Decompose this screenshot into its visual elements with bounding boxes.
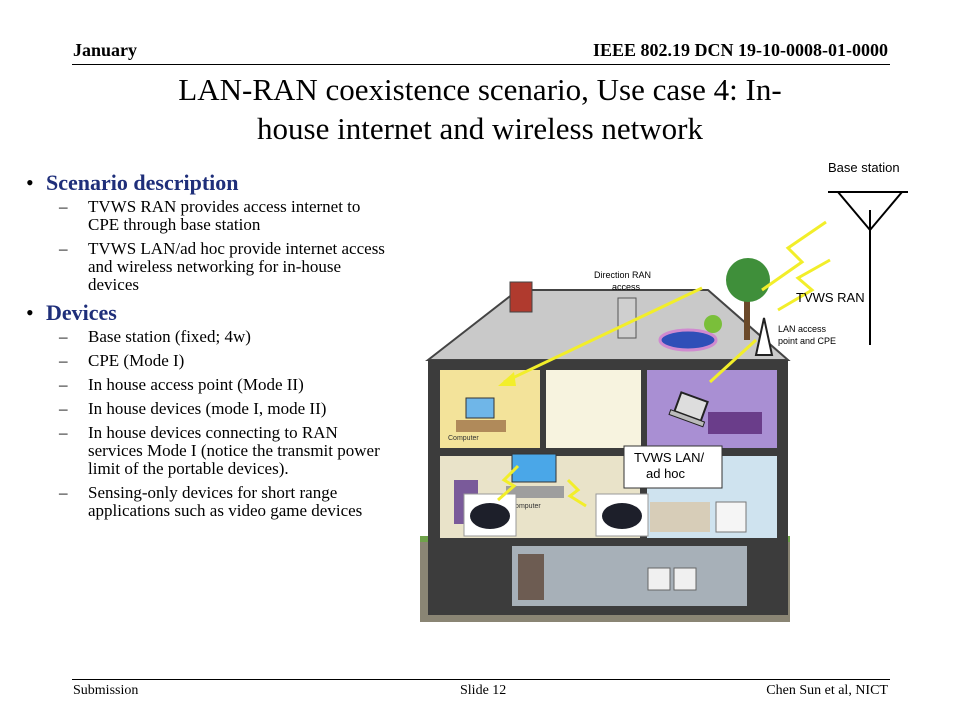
tvws-lan-label-2: ad hoc bbox=[646, 466, 686, 481]
title-line-2: house internet and wireless network bbox=[257, 111, 703, 146]
attic-window bbox=[617, 297, 637, 339]
ran-link-bolt bbox=[777, 258, 831, 312]
footer-slide-number: Slide 12 bbox=[460, 683, 507, 698]
direction-ran-label-1: Direction RAN bbox=[594, 270, 651, 280]
sub-item: –In house access point (Mode II) bbox=[59, 375, 304, 394]
direction-ran-label-2: access bbox=[612, 282, 641, 292]
chimney bbox=[509, 281, 533, 313]
tvws-lan-label-1: TVWS LAN/ bbox=[634, 450, 704, 465]
bullet-dot: • bbox=[26, 170, 34, 195]
room-bathroom bbox=[546, 370, 641, 448]
header-rule bbox=[72, 64, 890, 65]
base-station-antenna-icon bbox=[837, 191, 903, 232]
living-monitor bbox=[511, 453, 557, 483]
sub-item: –Base station (fixed; 4w) bbox=[59, 327, 251, 346]
tree-icon bbox=[726, 258, 770, 302]
sub-item: –TVWS LAN/ad hoc provide internet access… bbox=[59, 239, 385, 294]
computer-label-1: Computer bbox=[448, 435, 479, 442]
direct-ran-arrow bbox=[503, 286, 703, 384]
ran-link-bolt bbox=[761, 220, 827, 292]
bullet-dot: • bbox=[26, 300, 34, 325]
living-console bbox=[506, 486, 564, 498]
roof bbox=[425, 289, 791, 361]
basement-shelf bbox=[518, 554, 544, 600]
sub-item: –CPE (Mode I) bbox=[59, 351, 185, 370]
room-basement bbox=[512, 546, 747, 606]
section-heading: Scenario description bbox=[46, 170, 239, 195]
house-network-illustration: Computer Computer Base station TVWS RAN … bbox=[420, 160, 908, 622]
bullet-list: • Scenario description –TVWS RAN provide… bbox=[18, 170, 393, 526]
tvws-lan-box bbox=[623, 445, 723, 489]
sub-item: –Sensing-only devices for short range ap… bbox=[59, 483, 363, 520]
section-heading: Devices bbox=[46, 300, 117, 325]
laptop-icon bbox=[668, 391, 709, 428]
computer-monitor bbox=[465, 397, 495, 419]
header-document-id: IEEE 802.19 DCN 19-10-0008-01-0000 bbox=[593, 40, 888, 60]
washer bbox=[647, 567, 671, 591]
beach-ball-icon bbox=[704, 315, 722, 333]
kitchen-cabinet bbox=[650, 502, 710, 532]
tvws-ran-label: TVWS RAN bbox=[796, 290, 865, 305]
header-date: January bbox=[73, 40, 138, 60]
rooftop-pool bbox=[658, 328, 718, 352]
lan-access-label-2: point and CPE bbox=[778, 336, 836, 346]
bed bbox=[708, 412, 762, 434]
base-station-label: Base station bbox=[828, 160, 900, 175]
slide-title: LAN-RAN coexistence scenario, Use case 4… bbox=[70, 70, 890, 148]
cpe-laptop-link bbox=[708, 338, 758, 384]
section-scenario: • Scenario description –TVWS RAN provide… bbox=[18, 170, 393, 294]
sub-item: –In house devices connecting to RAN serv… bbox=[59, 423, 380, 478]
tree-trunk bbox=[744, 300, 750, 340]
sub-list: –Base station (fixed; 4w) –CPE (Mode I) … bbox=[46, 328, 393, 520]
title-line-1: LAN-RAN coexistence scenario, Use case 4… bbox=[178, 72, 782, 107]
cpe-antenna-icon bbox=[754, 317, 774, 356]
room-bedroom bbox=[647, 370, 777, 448]
direct-ran-arrowhead bbox=[498, 372, 516, 386]
game-controller-left-icon bbox=[470, 503, 510, 529]
sub-item: –In house devices (mode I, mode II) bbox=[59, 399, 327, 418]
sub-list: –TVWS RAN provides access internet to CP… bbox=[46, 198, 393, 294]
stove bbox=[715, 501, 747, 533]
lan-link-bolt bbox=[566, 478, 587, 508]
game-controller-right-icon bbox=[602, 503, 642, 529]
footer-author: Chen Sun et al, NICT bbox=[766, 683, 888, 698]
dryer bbox=[673, 567, 697, 591]
footer-rule bbox=[72, 679, 890, 680]
section-devices: • Devices –Base station (fixed; 4w) –CPE… bbox=[18, 300, 393, 520]
sub-item: –TVWS RAN provides access internet to CP… bbox=[59, 197, 361, 234]
lan-access-label-1: LAN access bbox=[778, 324, 827, 334]
lan-link-bolt bbox=[497, 464, 520, 502]
computer-desk bbox=[456, 420, 506, 432]
computer-label-2: Computer bbox=[510, 503, 541, 510]
footer-submission: Submission bbox=[73, 683, 139, 698]
